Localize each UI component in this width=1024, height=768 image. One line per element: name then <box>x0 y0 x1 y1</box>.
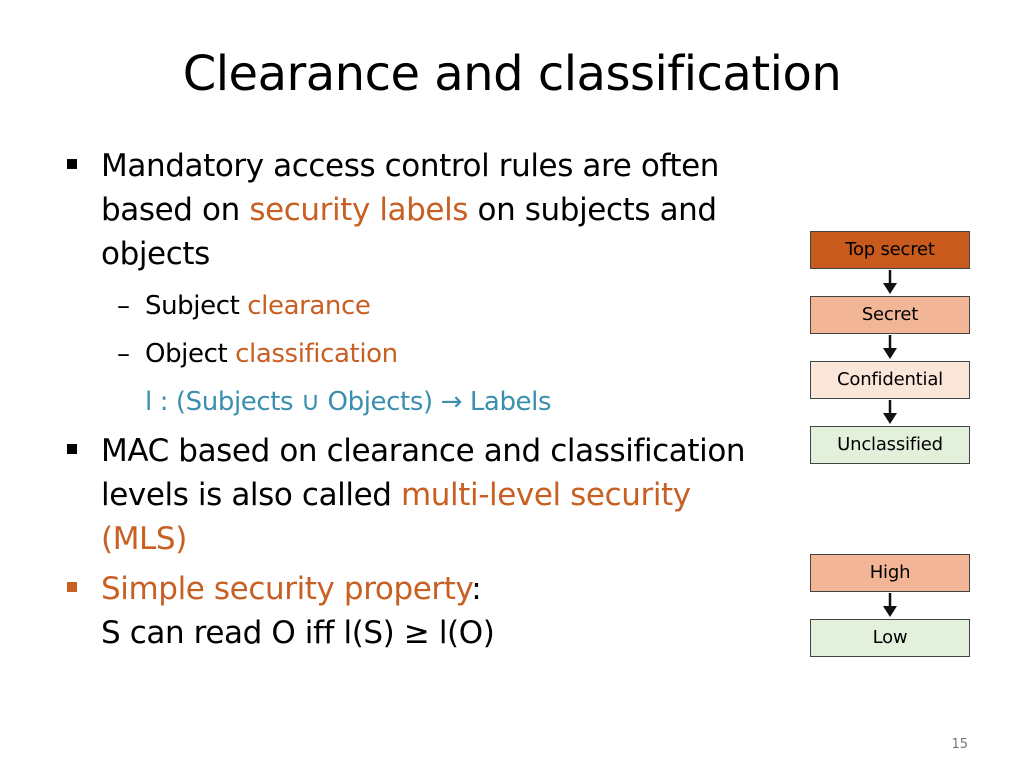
level-secret-box: Secret <box>810 296 970 334</box>
bullet-mac-rules: Mandatory access control rules are often… <box>64 144 754 276</box>
level-label: Top secret <box>845 239 935 260</box>
read-rule-text: S can read O iff l(S) ≥ l(O) <box>101 615 495 651</box>
bullet-text: MAC based on clearance and classificatio… <box>101 433 746 513</box>
page-number: 15 <box>951 737 968 752</box>
clearance-highlight: clearance <box>247 291 371 321</box>
level-top-secret-box: Top secret <box>810 231 970 269</box>
sub-bullet-subject-clearance: – Subject clearance <box>64 282 754 330</box>
sub-bullet-object-classification: – Object classification <box>64 330 754 378</box>
level-label: High <box>869 562 911 583</box>
bullet-mls: MAC based on clearance and classificatio… <box>64 429 754 561</box>
level-high-box: High <box>810 554 970 592</box>
level-label: Secret <box>861 304 919 325</box>
classification-highlight: classification <box>235 339 398 369</box>
bullet-simple-security-property: Simple security property: S can read O i… <box>64 567 754 655</box>
square-bullet-icon <box>67 582 77 592</box>
bullet-text-end: on subjects and objects <box>101 192 717 272</box>
arrow-down-icon <box>883 270 897 294</box>
slide-content: Mandatory access control rules are often… <box>64 144 754 655</box>
dash-bullet-icon: – <box>117 291 130 321</box>
level-label: Low <box>872 627 908 648</box>
sub-bullet-text: Subject <box>145 291 248 321</box>
arrow-down-icon <box>883 400 897 424</box>
arrow-down-icon <box>883 593 897 617</box>
level-unclassified-box: Unclassified <box>810 426 970 464</box>
dash-bullet-icon: – <box>117 339 130 369</box>
square-bullet-icon <box>67 159 77 169</box>
level-label: Confidential <box>837 369 943 390</box>
mls-highlight: multi-level security (MLS) <box>101 477 691 557</box>
square-bullet-icon <box>67 444 77 454</box>
colon-text: : <box>471 571 482 607</box>
sub-bullet-text: Object <box>145 339 236 369</box>
level-label: Unclassified <box>837 434 943 455</box>
level-low-box: Low <box>810 619 970 657</box>
arrow-down-icon <box>883 335 897 359</box>
label-function-formula: l : (Subjects ∪ Objects) → Labels <box>145 387 552 417</box>
bullet-text: Mandatory access control rules are often… <box>101 148 720 228</box>
level-confidential-box: Confidential <box>810 361 970 399</box>
slide-title: Clearance and classification <box>182 46 842 102</box>
security-labels-highlight: security labels <box>249 192 469 228</box>
simple-security-highlight: Simple security property <box>101 571 472 607</box>
